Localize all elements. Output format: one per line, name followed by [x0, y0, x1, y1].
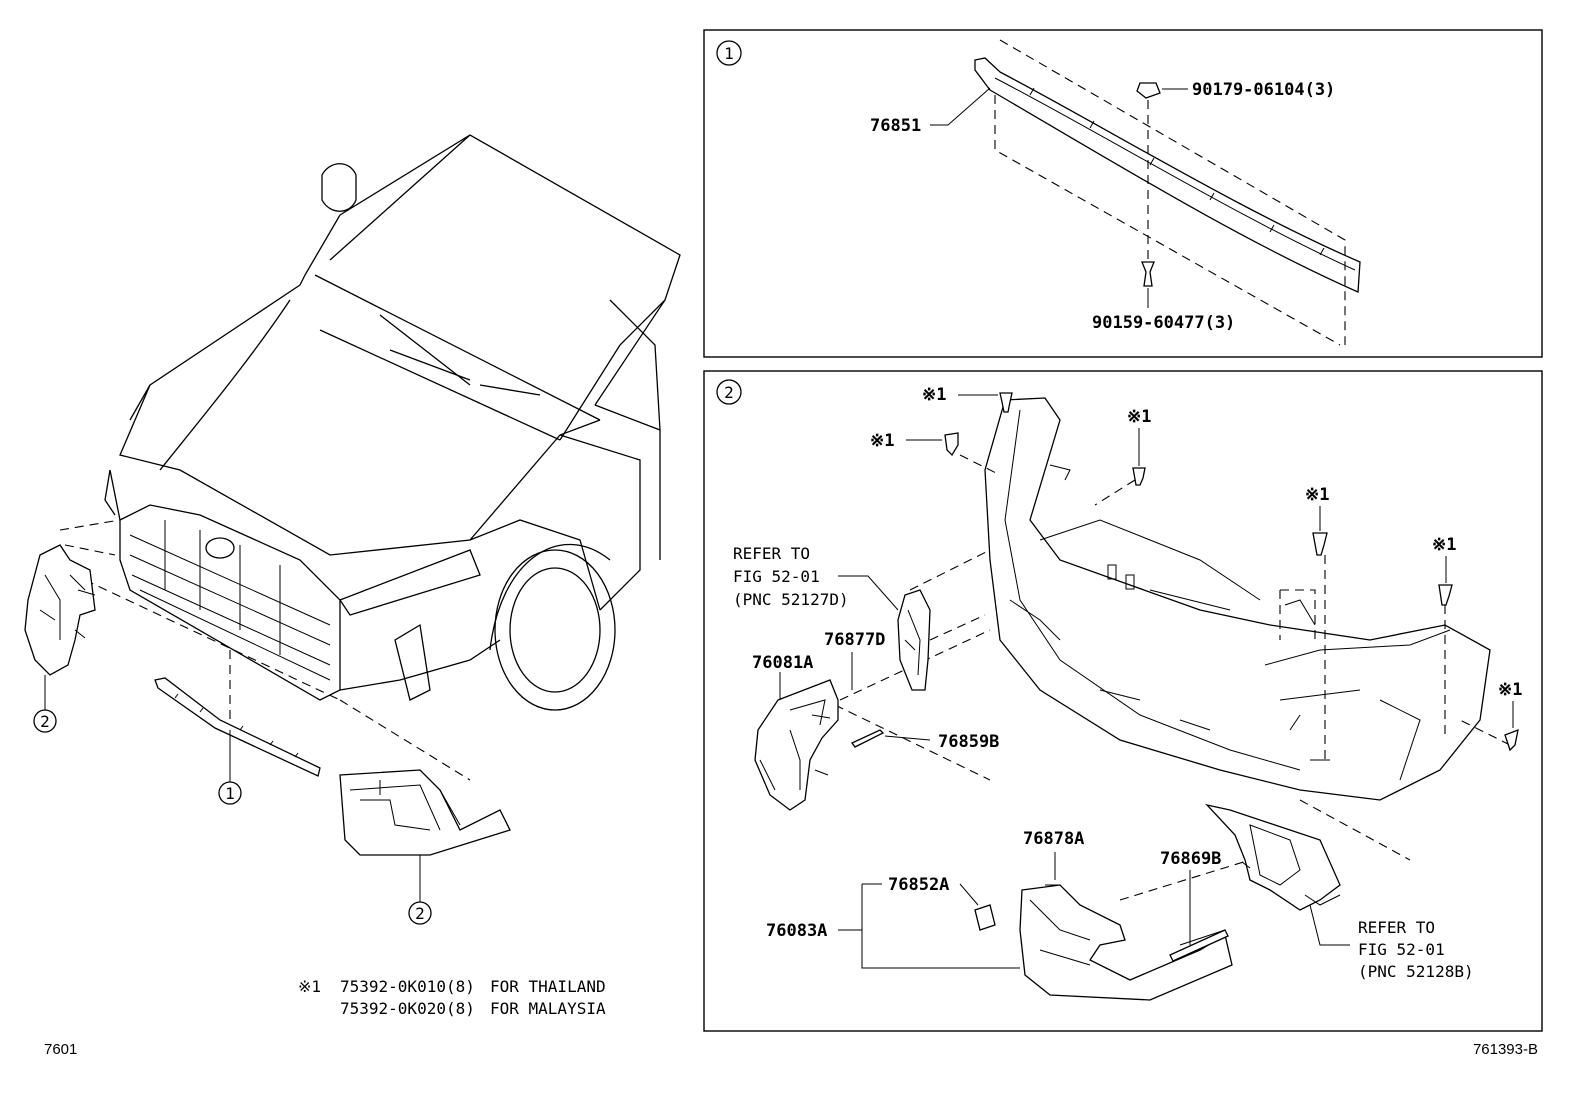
- right-reflector-housing-drawing: [1205, 803, 1341, 911]
- leader-76852A: [959, 883, 979, 906]
- clip-icon: [1438, 584, 1453, 606]
- panel-1-marker-circle: [716, 40, 742, 66]
- screw-90159-icon: [1141, 261, 1155, 287]
- label-76852A: 76852A: [888, 875, 949, 895]
- leader-refer-right: [1309, 904, 1350, 946]
- footnote-line2-part: 75392-0K020(8): [340, 999, 475, 1018]
- clip-icon: [1132, 467, 1146, 486]
- bracket-76083A: [861, 884, 1020, 969]
- clip-nut-90179-icon: [1136, 82, 1161, 99]
- cover-76852A-drawing: [974, 904, 996, 931]
- clip-icon: [999, 392, 1013, 413]
- rail-76851-drawing: [974, 57, 1361, 293]
- clip-mark-6: ※1: [1498, 680, 1522, 700]
- label-90159: 90159-60477(3): [1092, 313, 1235, 333]
- clip-icon: [1504, 728, 1519, 752]
- callout-2-left-number: 2: [40, 712, 50, 731]
- label-76851: 76851: [870, 116, 921, 136]
- leader-76851: [930, 87, 991, 126]
- strip-76869B-drawing: [1169, 929, 1229, 962]
- callout-2-left-circle: [33, 709, 57, 733]
- bumper-cover-drawing: [984, 397, 1491, 801]
- clip-icon: [944, 432, 959, 457]
- callout-1-circle: [218, 781, 242, 805]
- refer-right-line3: (PNC 52128B): [1358, 962, 1474, 981]
- panel-2-frame: [703, 370, 1543, 1032]
- label-76081A: 76081A: [752, 653, 813, 673]
- vehicle-overview-drawing: [104, 134, 681, 711]
- panel-1-frame: [703, 29, 1543, 358]
- footnote-line2-region: FOR MALAYSIA: [490, 999, 606, 1018]
- overview-assembly-lines: [59, 519, 471, 781]
- footnote-line1-region: FOR THAILAND: [490, 977, 606, 996]
- refer-left-line3: (PNC 52127D): [733, 590, 849, 609]
- figure-code: 761393-B: [1473, 1041, 1538, 1058]
- callout-1-number: 1: [225, 784, 235, 803]
- refer-right-line1: REFER TO: [1358, 918, 1435, 937]
- left-side-bracket-drawing: [24, 544, 96, 676]
- footnote-mark: ※1: [298, 977, 321, 996]
- panel-1-assembly-lines: [994, 39, 1346, 346]
- clip-mark-5: ※1: [1432, 535, 1456, 555]
- footnote-line1-part: 75392-0K010(8): [340, 977, 475, 996]
- page-code: 7601: [44, 1041, 77, 1058]
- panel-1-marker: 1: [724, 44, 734, 63]
- label-76878A: 76878A: [1023, 829, 1084, 849]
- clip-icon: [1312, 532, 1328, 556]
- clip-mark-3: ※1: [1127, 407, 1151, 427]
- left-reflector-housing-drawing: [897, 589, 931, 691]
- callout-2-bottom-number: 2: [415, 904, 425, 923]
- refer-left-line2: FIG 52-01: [733, 567, 820, 586]
- clip-mark-4: ※1: [1305, 485, 1329, 505]
- leader-76859B: [884, 735, 931, 741]
- refer-left-line1: REFER TO: [733, 544, 810, 563]
- center-rail-drawing: [154, 677, 321, 777]
- clip-mark-2: ※1: [870, 431, 894, 451]
- refer-right-line2: FIG 52-01: [1358, 940, 1445, 959]
- label-76083A: 76083A: [766, 921, 827, 941]
- label-76859B: 76859B: [938, 732, 999, 752]
- panel-2-marker-circle: [716, 379, 742, 405]
- lower-spoiler-76083A-drawing: [1019, 884, 1233, 1001]
- lower-bumper-drawing: [339, 769, 511, 856]
- label-76869B: 76869B: [1160, 849, 1221, 869]
- bracket-76081A-drawing: [754, 679, 839, 811]
- label-76877D: 76877D: [824, 630, 885, 650]
- label-90179: 90179-06104(3): [1192, 80, 1335, 100]
- panel-2-assembly-lines: [834, 454, 1511, 901]
- clip-mark-1: ※1: [922, 385, 946, 405]
- seal-76859B-icon: [850, 729, 885, 748]
- leader-refer-left: [838, 575, 899, 611]
- callout-2-bottom-circle: [408, 901, 432, 925]
- panel-2-marker: 2: [724, 383, 734, 402]
